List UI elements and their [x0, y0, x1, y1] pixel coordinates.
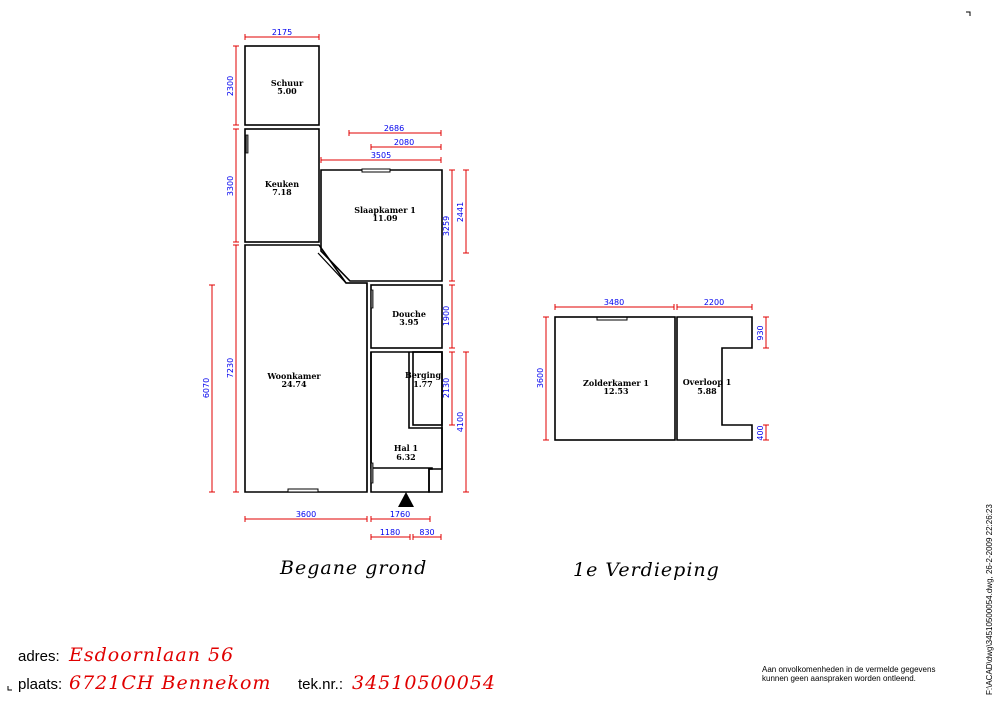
- woonkamer-room: [244, 244, 368, 493]
- adres-value: Esdoornlaan 56: [69, 644, 235, 666]
- berging-room: [412, 351, 443, 426]
- dim-3600: 3600: [296, 510, 316, 519]
- room-name-slaapkamer: Slaapkamer 1: [354, 205, 416, 215]
- window: [287, 488, 319, 493]
- room-area-zolderkamer: 12.53: [603, 386, 628, 396]
- floor-title-first: 1e Verdieping: [573, 559, 720, 581]
- window: [361, 168, 391, 173]
- corner-mark: [966, 11, 971, 16]
- hal-room: [370, 352, 443, 493]
- floor-title-ground: Begane grond: [280, 557, 428, 579]
- room-name-woonkamer: Woonkamer: [266, 371, 321, 381]
- adres-label: adres:: [18, 648, 60, 665]
- douche-room: [370, 284, 443, 349]
- dim-2200: 2200: [704, 298, 724, 307]
- ground-floor-walls: [244, 45, 443, 493]
- dim-3259: 3259: [442, 216, 451, 236]
- overloop-room: [676, 316, 753, 441]
- dimension-labels: 2175 2686 2080 3505 3600 1760 1180 830 3…: [202, 28, 765, 537]
- dim-2175: 2175: [272, 28, 292, 37]
- room-area-woonkamer: 24.74: [281, 379, 306, 389]
- dim-2441: 2441: [456, 202, 465, 222]
- dim-2130: 2130: [442, 378, 451, 398]
- room-area-schuur: 5.00: [277, 86, 297, 96]
- schuur-room: [244, 45, 320, 126]
- dim-400: 400: [756, 425, 765, 440]
- entrance-arrow-icon: [398, 492, 414, 507]
- room-area-hal: 6.32: [396, 452, 415, 462]
- plaats-value: 6721CH Bennekom: [69, 672, 272, 694]
- dim-930: 930: [756, 325, 765, 340]
- room-area-overloop: 5.88: [697, 386, 717, 396]
- door: [370, 462, 374, 484]
- dim-7230: 7230: [226, 358, 235, 378]
- room-name-berging: Berging: [405, 370, 442, 380]
- dim-2300: 2300: [226, 76, 235, 96]
- keuken-room: [244, 128, 320, 243]
- dim-3600b: 3600: [536, 368, 545, 388]
- room-area-keuken: 7.18: [272, 187, 292, 197]
- teknr-value: 34510500054: [352, 672, 496, 694]
- room-labels: Schuur 5.00 Keuken 7.18 Slaapkamer 1 11.…: [265, 78, 731, 462]
- room-area-douche: 3.95: [399, 317, 418, 327]
- first-floor-walls: [554, 316, 753, 441]
- disclaimer-line-2: kunnen geen aanspraken worden ontleend.: [762, 674, 916, 683]
- dim-2080: 2080: [394, 138, 414, 147]
- room-area-berging: 1.77: [413, 379, 432, 389]
- zolderkamer-room: [554, 316, 676, 441]
- corner-mark: [7, 686, 12, 691]
- dim-4100: 4100: [456, 412, 465, 432]
- dim-3505: 3505: [371, 151, 391, 160]
- dim-1760: 1760: [390, 510, 410, 519]
- room-name-schuur: Schuur: [271, 78, 304, 88]
- openings: [245, 134, 628, 507]
- door: [370, 289, 374, 309]
- dim-1900: 1900: [442, 306, 451, 326]
- room-name-douche: Douche: [392, 309, 426, 319]
- file-path: F:\ACAD\dwg\34510500054.dwg, 26-2-2009 2…: [985, 504, 994, 695]
- dimension-lines: [209, 34, 769, 540]
- room-name-zolderkamer: Zolderkamer 1: [583, 378, 649, 388]
- teknr-label: tek.nr.:: [298, 676, 344, 693]
- door: [245, 134, 249, 154]
- dim-3300: 3300: [226, 176, 235, 196]
- plaats-label: plaats:: [18, 676, 63, 693]
- dim-3480: 3480: [604, 298, 624, 307]
- dim-1180: 1180: [380, 528, 400, 537]
- room-name-keuken: Keuken: [265, 179, 299, 189]
- hall-inner-wall: [317, 252, 368, 491]
- dim-2686: 2686: [384, 124, 404, 133]
- room-area-slaapkamer: 11.09: [372, 213, 397, 223]
- room-name-overloop: Overloop 1: [683, 377, 732, 387]
- room-name-hal: Hal 1: [394, 443, 418, 453]
- disclaimer-line-1: Aan onvolkomenheden in de vermelde gegev…: [762, 665, 936, 674]
- slaapkamer-room: [320, 169, 443, 282]
- dim-6070: 6070: [202, 378, 211, 398]
- dim-830: 830: [419, 528, 434, 537]
- disclaimer: Aan onvolkomenheden in de vermelde gegev…: [762, 665, 935, 683]
